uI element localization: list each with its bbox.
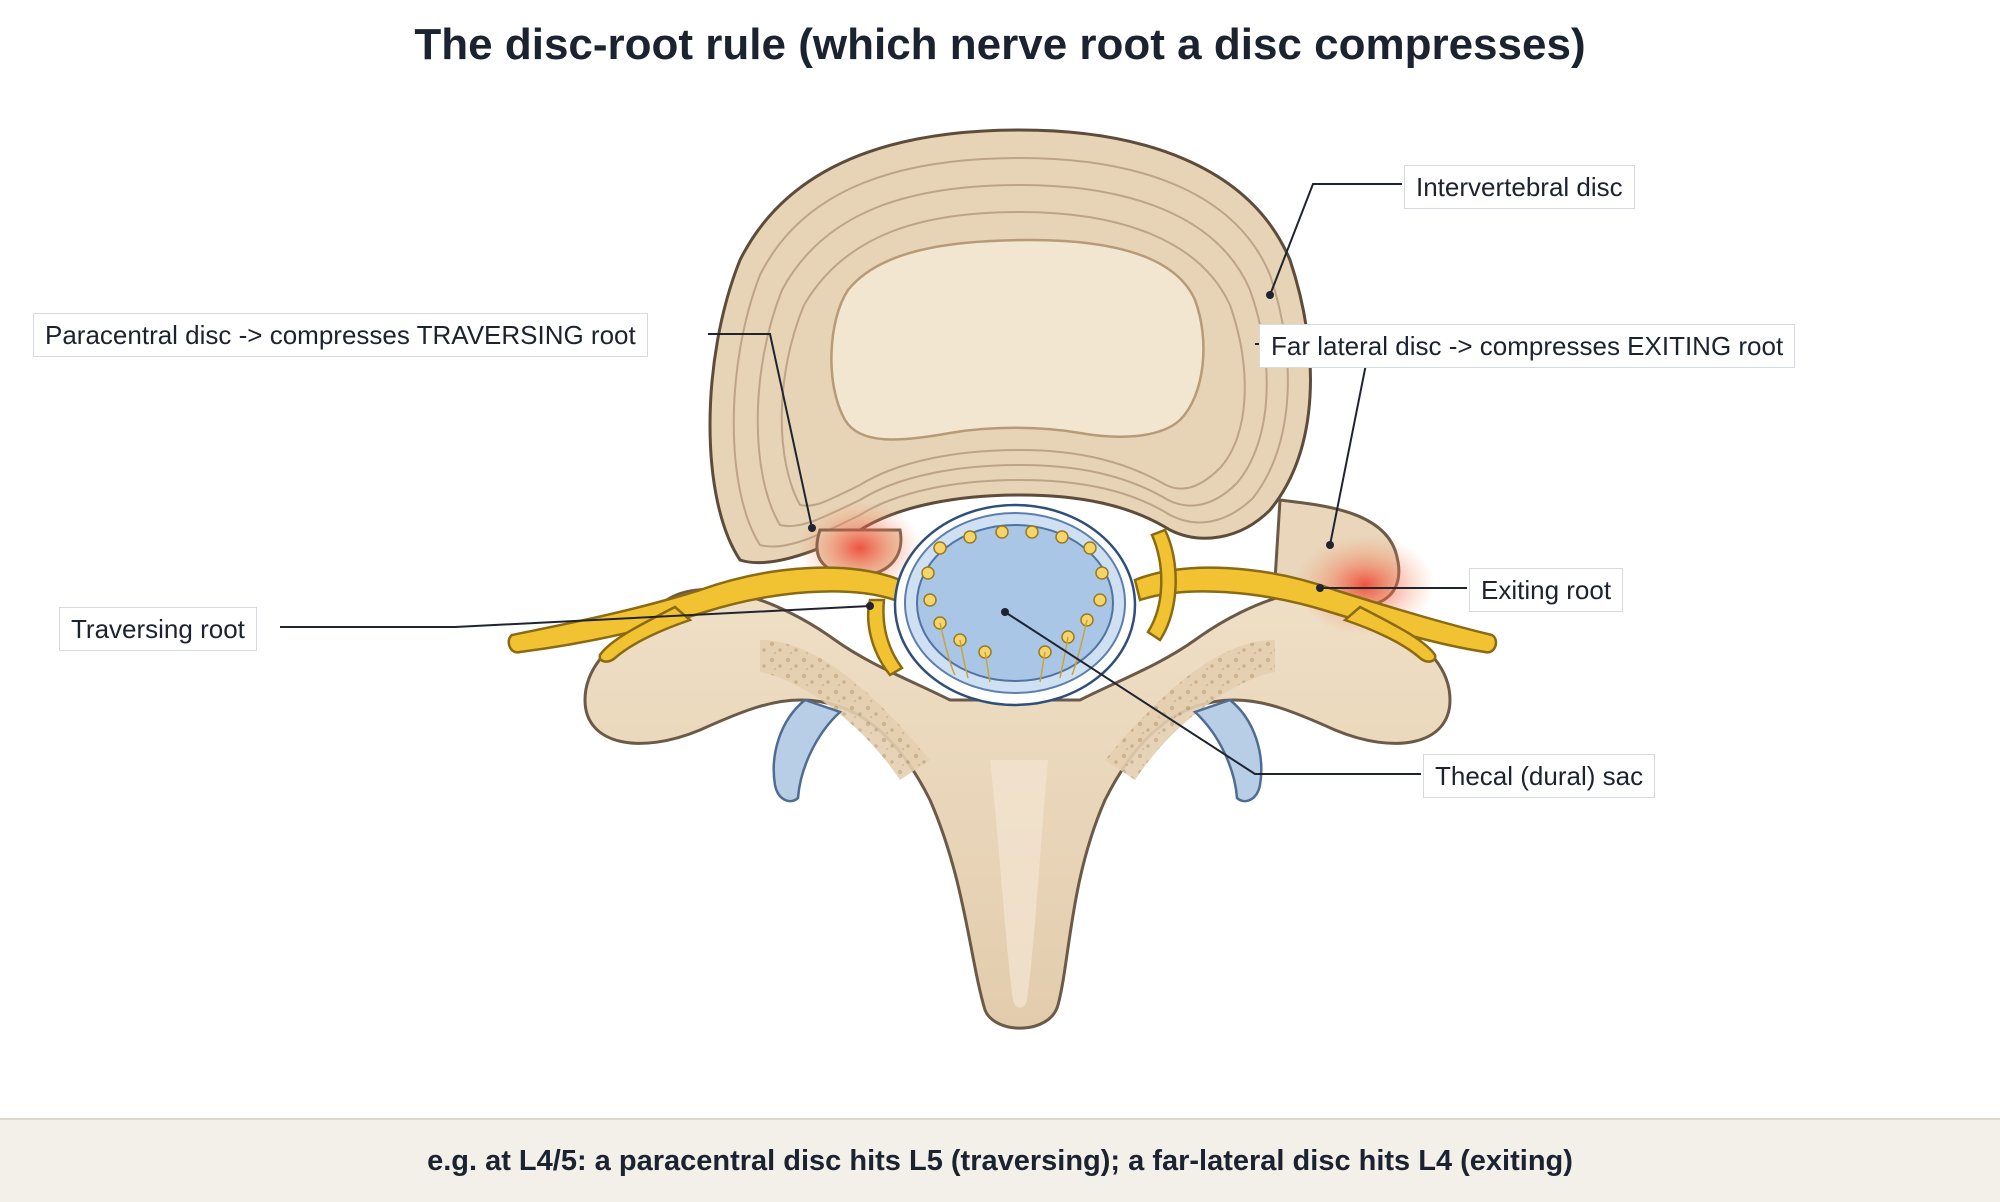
label-paracentral-disc: Paracentral disc -> compresses TRAVERSIN… bbox=[33, 313, 648, 357]
label-traversing-root: Traversing root bbox=[59, 607, 257, 651]
thecal-sac bbox=[893, 503, 1137, 707]
leader-endpoints bbox=[808, 291, 1334, 616]
label-thecal-sac: Thecal (dural) sac bbox=[1423, 754, 1656, 798]
nerve-roots bbox=[507, 528, 1498, 677]
intervertebral-disc bbox=[708, 128, 1312, 565]
leader-lines bbox=[280, 183, 1467, 775]
footer-example-note: e.g. at L4/5: a paracentral disc hits L5… bbox=[0, 1118, 2000, 1202]
label-intervertebral-disc: Intervertebral disc bbox=[1404, 165, 1635, 209]
page-title: The disc-root rule (which nerve root a d… bbox=[414, 20, 1586, 69]
footer-text: e.g. at L4/5: a paracentral disc hits L5… bbox=[427, 1144, 1573, 1177]
vertebral-arch bbox=[583, 588, 1452, 1030]
label-far-lateral-disc: Far lateral disc -> compresses EXITING r… bbox=[1259, 324, 1796, 368]
label-exiting-root: Exiting root bbox=[1469, 568, 1624, 612]
